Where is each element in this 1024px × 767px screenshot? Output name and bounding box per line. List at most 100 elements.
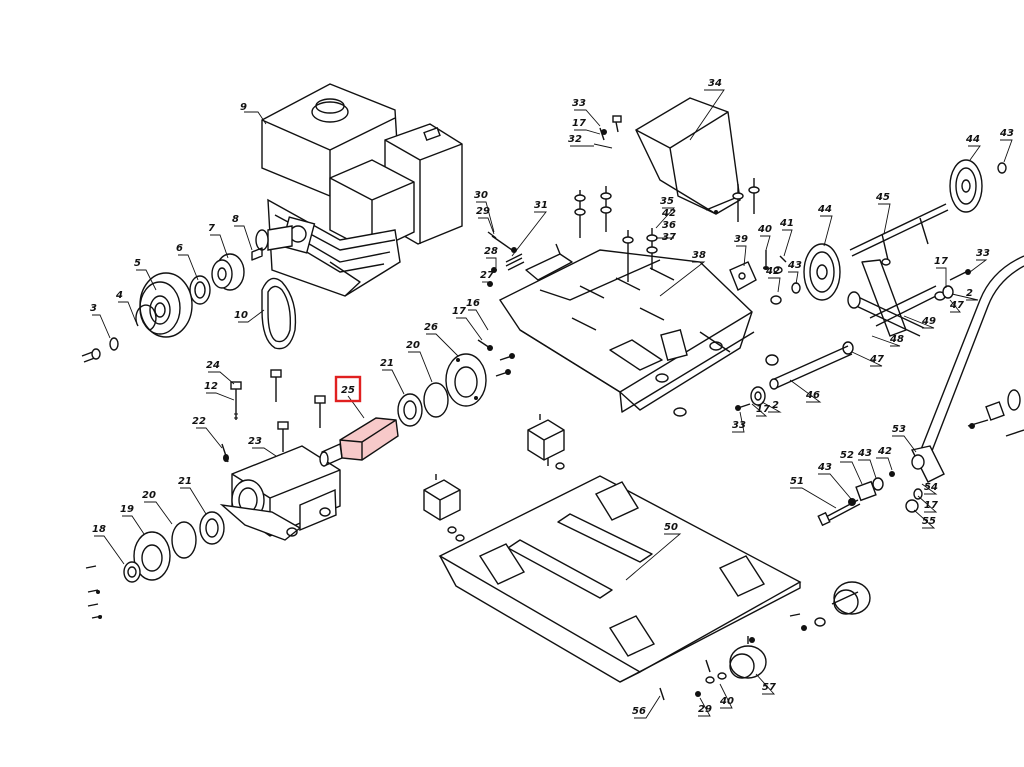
bolt-group-center [270, 369, 326, 452]
callout-50: 50 [664, 522, 678, 533]
handle-bar-main [910, 255, 1024, 483]
frame-studs [574, 178, 760, 282]
bolt-part-24 [230, 381, 242, 420]
callout-6: 6 [176, 243, 183, 254]
stud-part-22 [221, 443, 229, 463]
callout-18: 18 [92, 524, 106, 535]
key-part-8 [251, 247, 263, 261]
callout-17-e: 17 [924, 500, 938, 511]
callout-34: 34 [708, 78, 722, 89]
frame-part-38 [498, 243, 755, 417]
callout-42-b: 42 [765, 266, 780, 277]
callout-3: 3 [90, 303, 97, 314]
flange-part-19 [133, 531, 171, 581]
callout-56: 56 [632, 706, 646, 717]
small-bolts-left [85, 565, 103, 619]
rod-part-46 [769, 345, 853, 390]
callout-5: 5 [134, 258, 141, 269]
callout-19: 19 [120, 504, 134, 515]
bush-part-52-43-42 [848, 471, 895, 506]
callout-55: 55 [922, 516, 936, 527]
belt-guard-part-34 [635, 97, 741, 215]
callout-43-c: 43 [857, 448, 872, 459]
callout-54: 54 [924, 482, 938, 493]
circlip-part-4 [135, 304, 157, 331]
callout-17-d: 17 [756, 404, 770, 415]
callout-27: 27 [480, 270, 494, 281]
callout-46: 46 [805, 390, 820, 401]
bolt-left-edge [81, 348, 101, 363]
callout-25: 25 [341, 385, 355, 396]
callout-33-a: 33 [572, 98, 586, 109]
callout-47-b: 47 [869, 354, 884, 365]
callout-43-d: 43 [817, 462, 832, 473]
callout-52: 52 [840, 450, 854, 461]
bearing-part-6 [189, 275, 211, 305]
washer-part-43-top [997, 162, 1007, 174]
washer-part-43-center [791, 282, 801, 294]
callout-47-a: 47 [949, 300, 964, 311]
callout-9: 9 [240, 102, 247, 113]
callout-43-b: 43 [999, 128, 1014, 139]
bearing-part-21-right [397, 393, 423, 427]
leader-lines [92, 89, 1013, 719]
spring-part-31 [505, 253, 525, 271]
callout-49: 49 [921, 316, 936, 327]
callout-4: 4 [115, 290, 123, 301]
bearing-part-21-left [199, 511, 225, 545]
rubber-mounts [423, 414, 565, 542]
callout-53: 53 [892, 424, 906, 435]
callout-40-b: 40 [719, 696, 734, 707]
callout-17-b: 17 [572, 118, 586, 129]
pulley-hub-part-7 [211, 253, 245, 291]
nut-part-17-55 [905, 488, 923, 513]
bolts-part-17-16 [477, 339, 515, 377]
callout-30: 30 [474, 190, 488, 201]
wheel-part-44-top [949, 159, 983, 213]
callout-42-c: 42 [877, 446, 892, 457]
callout-21-left: 21 [178, 476, 192, 487]
callout-16: 16 [466, 298, 480, 309]
oring-part-20-left [171, 521, 197, 559]
callout-44-b: 44 [965, 134, 980, 145]
callout-23: 23 [248, 436, 262, 447]
callout-38: 38 [692, 250, 706, 261]
callout-8: 8 [232, 214, 239, 225]
callout-37: 37 [662, 232, 676, 243]
callout-12: 12 [204, 381, 218, 392]
drive-cap-part-57 [729, 636, 767, 679]
callout-17-c: 17 [934, 256, 948, 267]
callout-21-right: 21 [380, 358, 394, 369]
callout-24: 24 [206, 360, 220, 371]
bolts-part-29-40-56 [659, 659, 727, 701]
callout-35: 35 [660, 196, 674, 207]
wheel-part-44-center [803, 243, 841, 301]
callout-32: 32 [568, 134, 582, 145]
callout-43-a: 43 [787, 260, 802, 271]
clutch-pulley-part-5 [139, 272, 193, 338]
callout-57: 57 [762, 682, 776, 693]
callout-29-b: 29 [698, 704, 712, 715]
flange-part-26 [445, 353, 487, 407]
engine-part-9 [255, 83, 463, 297]
oring-part-20-right [423, 382, 449, 418]
callout-45: 45 [875, 192, 890, 203]
callout-22: 22 [192, 416, 206, 427]
highlight-box-25 [334, 375, 362, 403]
handle-bracket-part-48-49 [847, 259, 941, 337]
callout-7: 7 [208, 223, 215, 234]
callout-40-a: 40 [757, 224, 772, 235]
callout-labels: 9 8 7 6 5 4 3 10 24 12 22 23 25 21 20 26… [90, 78, 1014, 717]
callout-42-a: 42 [661, 208, 676, 219]
callout-26: 26 [424, 322, 438, 333]
callout-2-b: 2 [772, 400, 779, 411]
callout-20-right: 20 [406, 340, 420, 351]
bolts-part-33-17-32 [593, 115, 622, 149]
callout-39: 39 [734, 234, 748, 245]
callout-44-a: 44 [817, 204, 832, 215]
washer-part-3 [109, 337, 119, 351]
callout-31: 31 [534, 200, 548, 211]
exciter-housing-part-23 [219, 445, 341, 541]
v-belt-part-10 [261, 277, 297, 350]
